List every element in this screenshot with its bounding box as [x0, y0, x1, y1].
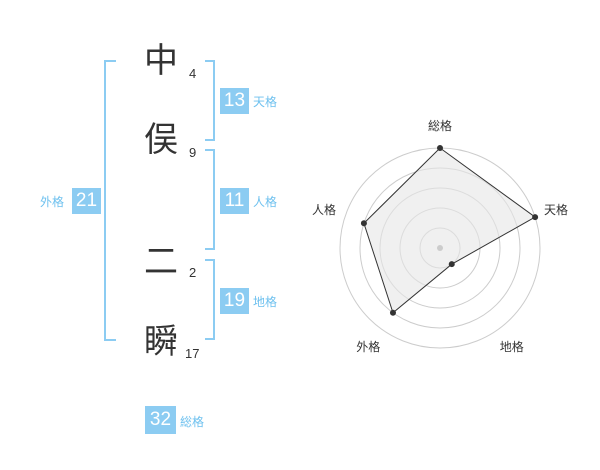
soukaku-badge: 32: [145, 406, 176, 434]
radar-center-dot: [437, 245, 443, 251]
radar-point-2: [532, 214, 539, 221]
stroke-count-2: 9: [189, 145, 197, 160]
radar-axis-label-1: 総格: [427, 119, 452, 133]
chikaku-bracket: [205, 259, 215, 340]
tenkaku-badge: 13: [220, 88, 249, 114]
name-char-1: 中: [144, 41, 178, 81]
radar-point-4: [389, 309, 396, 316]
gaikaku-badge: 21: [72, 188, 101, 214]
name-char-3: 二: [144, 242, 178, 282]
chikaku-badge: 19: [220, 288, 249, 314]
stroke-count-4: 17: [185, 346, 200, 361]
jinkaku-bracket: [205, 149, 215, 250]
radar-axis-label-5: 人格: [311, 203, 336, 218]
tenkaku-label: 天格: [253, 95, 278, 109]
tenkaku-bracket: [205, 60, 215, 141]
radar-point-3: [448, 261, 455, 268]
radar-point-5: [360, 220, 367, 227]
stroke-count-1: 4: [189, 66, 197, 81]
chikaku-label: 地格: [253, 295, 278, 309]
stroke-count-3: 2: [189, 265, 197, 280]
radar-axis-label-4: 外格: [356, 339, 381, 354]
name-char-2: 俣: [144, 120, 178, 160]
radar-axis-label-3: 地格: [499, 339, 524, 354]
gaikaku-label: 外格: [40, 195, 65, 209]
radar-point-1: [437, 145, 443, 151]
name-char-4: 瞬: [144, 322, 178, 362]
radar-value-polygon: [363, 147, 537, 314]
gaikaku-bracket: [104, 60, 116, 341]
jinkaku-badge: 11: [220, 188, 249, 214]
radar-axis-label-2: 天格: [544, 203, 569, 218]
soukaku-label: 総格: [180, 415, 205, 429]
jinkaku-label: 人格: [253, 195, 278, 209]
